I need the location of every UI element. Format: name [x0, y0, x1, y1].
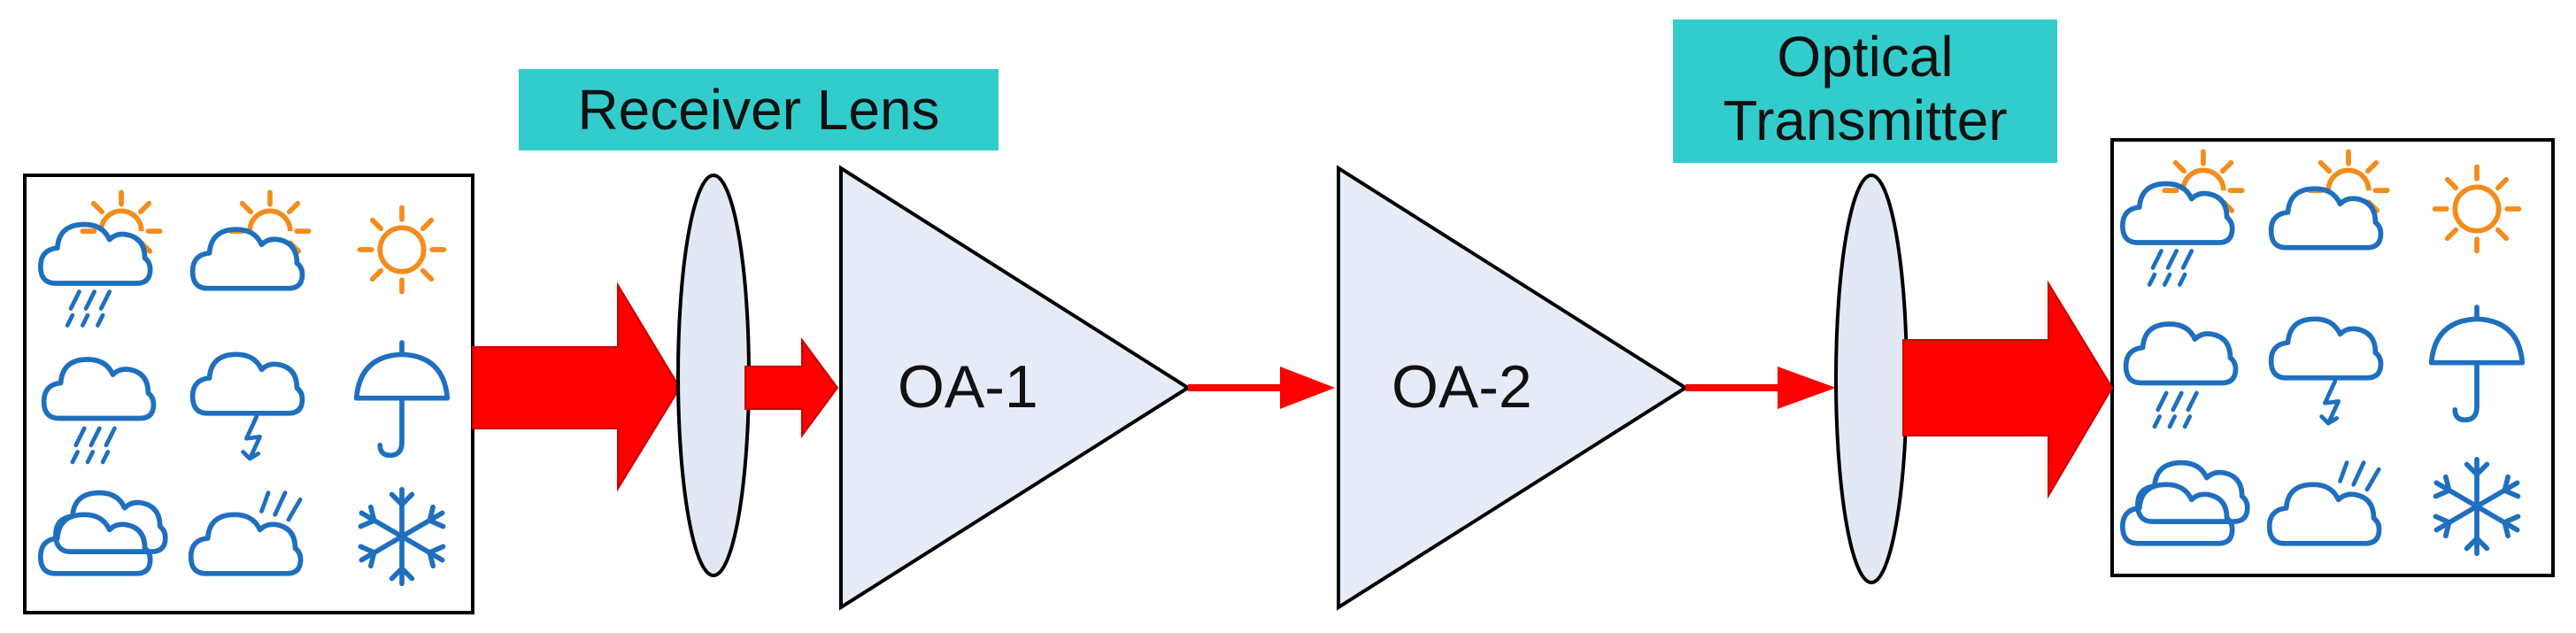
input-beam-arrow-icon: [472, 282, 682, 492]
optical-transmitter-line1: Optical: [1777, 25, 1954, 89]
optical-transmitter-line2: Transmitter: [1723, 89, 2008, 152]
transmitter-lens: [1834, 174, 1909, 584]
input-weather-panel: [23, 174, 474, 614]
output-beam-arrow-icon: [1902, 280, 2114, 499]
optical-amplifier-1: [839, 165, 1192, 611]
output-weather-panel: [2110, 138, 2555, 577]
oa2-to-transmitter-arrowhead-icon: [1778, 367, 1836, 409]
oa1-to-oa2-arrowhead-icon: [1280, 367, 1335, 409]
oa1-label: OA-1: [898, 353, 1038, 421]
oa2-label: OA-2: [1392, 353, 1532, 421]
receiver-lens: [676, 174, 751, 577]
optical-amplifier-2: [1337, 165, 1689, 611]
input-panel-frame: [23, 174, 474, 614]
lens-to-oa1-arrow-icon: [744, 336, 839, 439]
optical-transmitter-label: Optical Transmitter: [1673, 19, 2057, 163]
receiver-lens-label: Receiver Lens: [519, 69, 999, 151]
